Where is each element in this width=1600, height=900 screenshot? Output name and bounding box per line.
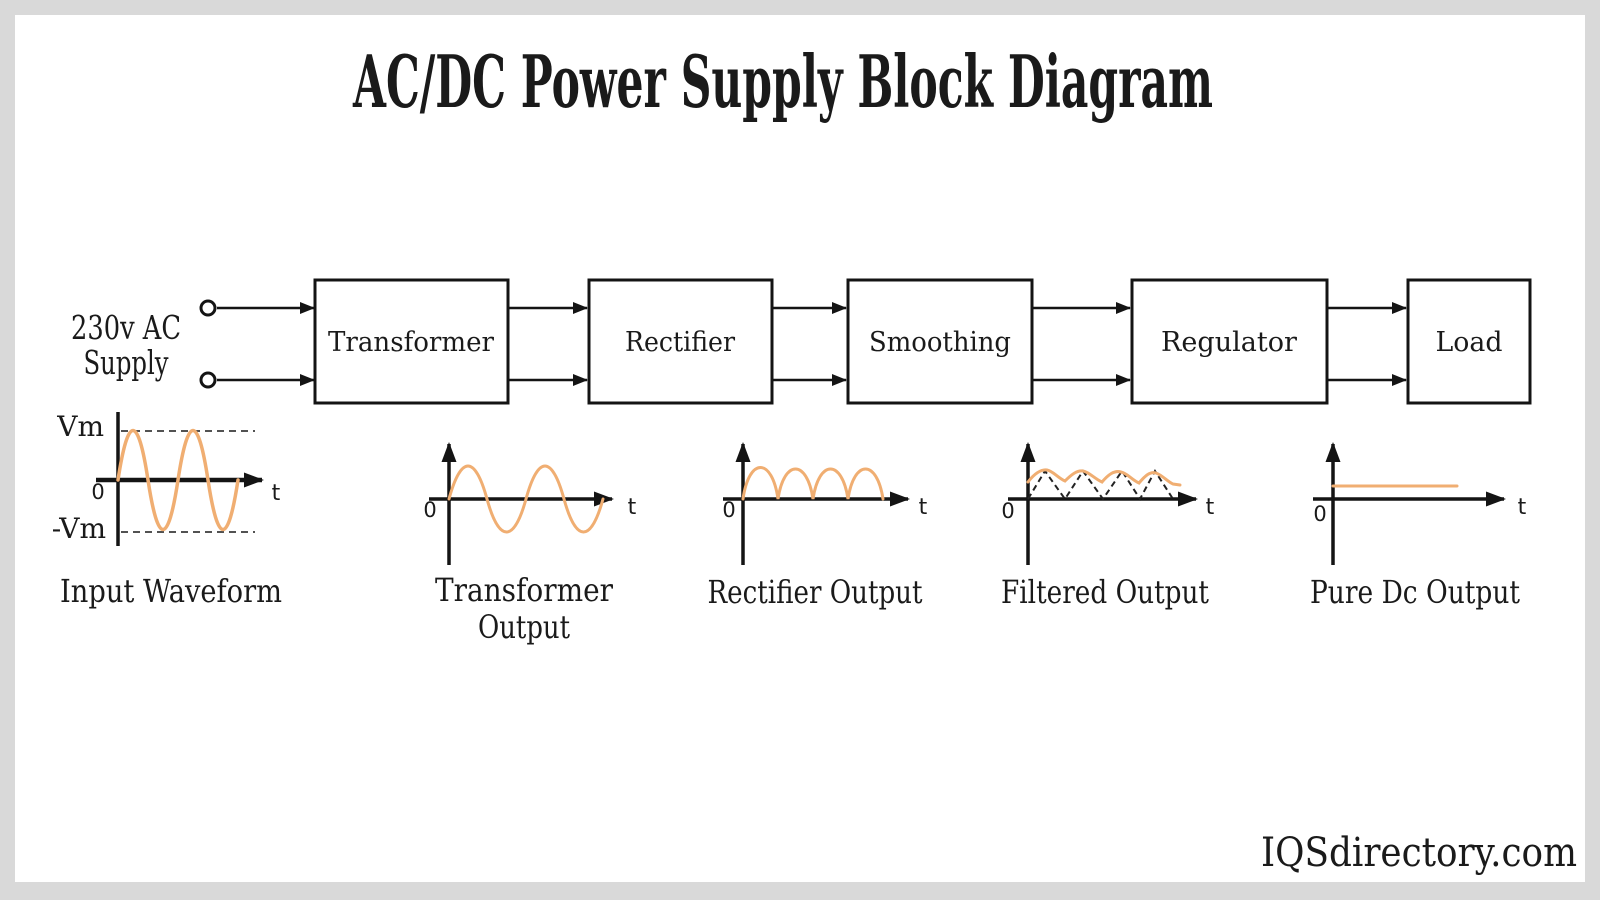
- block-transformer: Transformer: [313, 278, 510, 405]
- transformer-t-label: t: [628, 495, 637, 520]
- block-regulator: Regulator: [1130, 278, 1329, 405]
- input-caption: Input Waveform: [60, 572, 282, 610]
- graph-rectifier-output: 0 t Rectifier Output: [708, 442, 928, 611]
- filtered-caption: Filtered Output: [1001, 573, 1209, 611]
- page-title: AC/DC Power Supply Block Diagram: [352, 39, 1213, 124]
- transformer-sine-wave: [447, 464, 605, 534]
- filtered-t-label: t: [1206, 495, 1215, 520]
- block-smoothing-label: Smoothing: [869, 327, 1011, 358]
- block-load-label: Load: [1436, 327, 1503, 358]
- block-load-box: [1406, 278, 1532, 405]
- block-transformer-box: [313, 278, 510, 405]
- transformer-origin-label: 0: [423, 498, 436, 522]
- graph-pure-dc-output: 0 t Pure Dc Output: [1310, 442, 1527, 611]
- block-smoothing: Smoothing: [846, 278, 1034, 405]
- input-origin-label: 0: [91, 480, 104, 504]
- block-regulator-label: Regulator: [1161, 327, 1297, 358]
- diagram-canvas: [15, 15, 1585, 882]
- input-terminal-top-icon: [199, 299, 217, 317]
- watermark: IQSdirectory.com: [1261, 830, 1577, 876]
- graph-input-waveform: Vm -Vm 0 t Input Waveform: [52, 410, 282, 610]
- filtered-origin-label: 0: [1001, 499, 1014, 523]
- input-terminal-bottom-icon: [199, 371, 217, 389]
- transformer-caption-line2: Output: [478, 608, 570, 646]
- graph-transformer-output: 0 t Transformer Output: [423, 442, 637, 646]
- block-rectifier-label: Rectifier: [625, 327, 735, 358]
- block-regulator-box: [1130, 278, 1329, 405]
- block-transformer-label: Transformer: [328, 327, 494, 358]
- transformer-caption-line1: Transformer: [435, 571, 614, 609]
- filtered-dashed-sawtooth: [1027, 469, 1174, 501]
- input-t-label: t: [272, 481, 281, 506]
- graph-filtered-output: 0 t Filtered Output: [1001, 442, 1215, 611]
- block-rectifier: Rectifier: [587, 278, 774, 405]
- source-label-line2: Supply: [84, 343, 169, 382]
- puredc-t-label: t: [1518, 495, 1527, 520]
- block-smoothing-box: [846, 278, 1034, 405]
- rectifier-origin-label: 0: [722, 498, 735, 522]
- rectified-humps-wave: [741, 466, 885, 501]
- puredc-origin-label: 0: [1313, 502, 1326, 526]
- filtered-ripple-wave: [1026, 468, 1182, 487]
- block-load: Load: [1406, 278, 1532, 405]
- input-vmax-label: Vm: [56, 410, 104, 443]
- rectifier-caption: Rectifier Output: [708, 573, 923, 611]
- rectifier-t-label: t: [919, 495, 928, 520]
- source-label-line1: 230v AC: [71, 308, 181, 347]
- puredc-caption: Pure Dc Output: [1310, 573, 1520, 611]
- block-rectifier-box: [587, 278, 774, 405]
- input-sine-wave: [116, 428, 240, 532]
- input-vmin-label: -Vm: [52, 512, 106, 545]
